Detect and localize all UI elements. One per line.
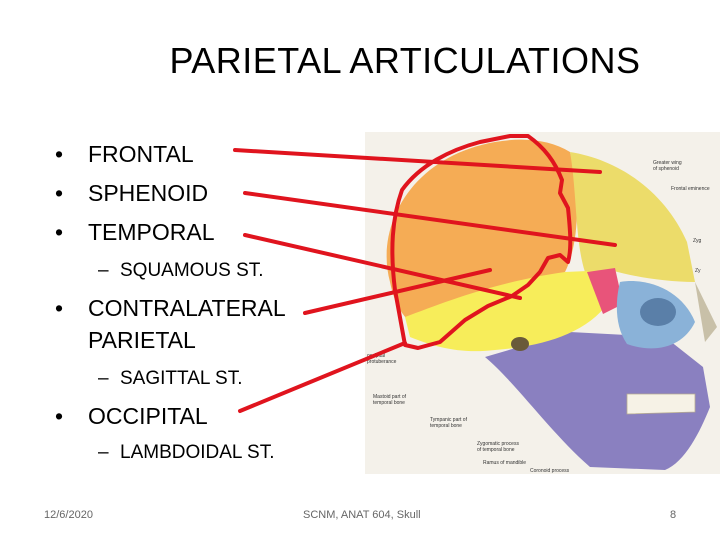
skull-illustration: Greater wing of sphenoid Frontal eminenc… [365,132,720,474]
bullet-text: PARIETAL [88,327,196,353]
label-tympanic: Tympanic part of [430,417,468,423]
bullet-text: CONTRALATERAL [88,295,286,321]
label-frontal-eminence: Frontal eminence [671,186,710,192]
label-zyg: Zyg [693,238,702,244]
label-tympanic-temporal: temporal bone [430,423,462,429]
bullet-sphenoid: • SPHENOID [55,180,209,207]
bullet-dot: • [55,141,64,167]
sub-dash: – [98,442,109,463]
label-zygomatic-process: Zygomatic process [477,441,519,447]
bullet-occipital: • OCCIPITAL [55,403,208,430]
bullet-dot: • [55,180,64,206]
bullet-contralateral-continuation: PARIETAL [88,327,196,354]
label-protuberance: protuberance [367,359,397,365]
bullet-list: • FRONTAL • SPHENOID • TEMPORAL – SQUAMO… [0,0,360,480]
footer-page-number: 8 [670,509,677,521]
bullet-frontal: • FRONTAL [55,141,194,168]
sub-bullet-lambdoidal: – LAMBDOIDAL ST. [98,442,275,464]
frontal-bone-shape [570,152,695,282]
label-ramus: Ramus of mandible [483,460,526,466]
sub-bullet-text: SQUAMOUS ST. [120,260,264,281]
sphenoid-bone-shape [587,268,623,314]
sub-bullet-text: SAGITTAL ST. [120,368,243,389]
sub-bullet-squamous: – SQUAMOUS ST. [98,260,264,282]
ear-canal-shape [511,337,529,351]
bullet-text: TEMPORAL [88,219,215,245]
bullet-dot: • [55,219,64,245]
bullet-temporal: • TEMPORAL [55,219,215,246]
bullet-text: SPHENOID [88,180,209,206]
footer-date: 12/6/2020 [44,509,93,521]
sub-dash: – [98,260,109,281]
label-mastoid-temporal: temporal bone [373,400,405,406]
label-coronoid: Coronoid process [530,468,570,474]
bullet-dot: • [55,403,64,429]
sub-dash: – [98,368,109,389]
bullet-contralateral: • CONTRALATERAL [55,295,286,322]
mandible-shape [485,332,710,470]
teeth-shape [626,393,696,415]
sub-bullet-sagittal: – SAGITTAL ST. [98,368,243,390]
bullet-text: FRONTAL [88,141,194,167]
label-of-sphenoid: of sphenoid [653,166,679,172]
orbit-shape [640,298,676,326]
footer-course: SCNM, ANAT 604, Skull [303,509,421,521]
label-zygomatic-temporal: of temporal bone [477,447,515,453]
label-greater-wing: Greater wing [653,160,682,166]
bullet-text: OCCIPITAL [88,403,208,429]
slide-title: PARIETAL ARTICULATIONS [169,40,641,81]
bullet-dot: • [55,295,64,321]
label-zy: Zy [695,268,701,274]
nasal-shape [695,282,717,342]
sub-bullet-text: LAMBDOIDAL ST. [120,442,275,463]
